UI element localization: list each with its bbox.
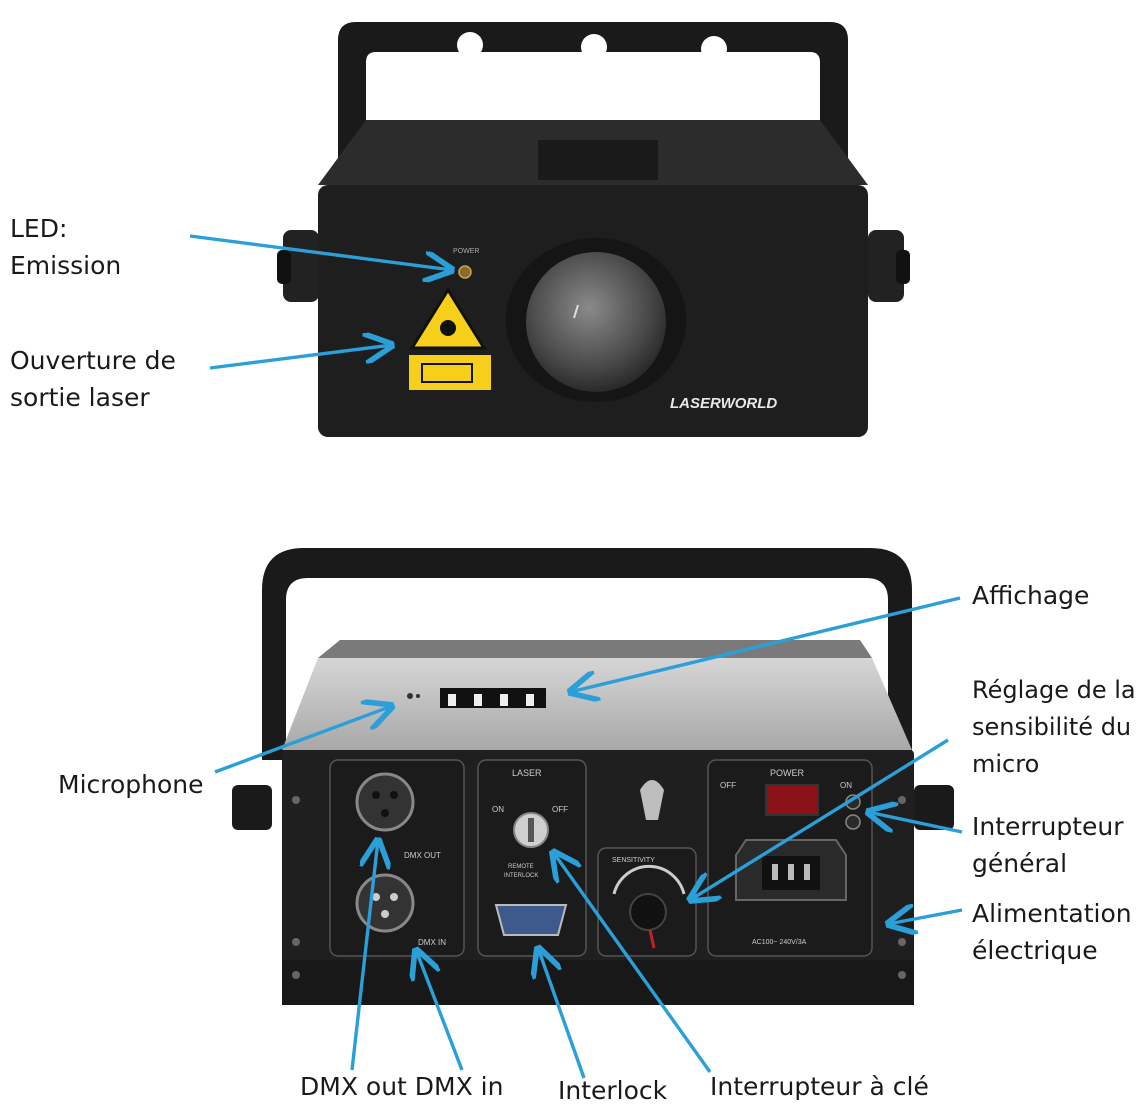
voltage-text: AC100~ 240V/3A	[752, 939, 807, 946]
dmx-in-connector	[355, 873, 415, 933]
microphone-hole	[407, 693, 413, 699]
arrow-aperture	[209, 345, 392, 370]
label-interlock: Interlock	[558, 1076, 668, 1105]
emission-led	[458, 265, 472, 279]
dmx-in-text: DMX IN	[418, 938, 446, 947]
label-microphone: Microphone	[58, 770, 204, 799]
arrow-main-switch	[868, 812, 963, 834]
label-key-switch: Interrupteur à clé	[710, 1072, 929, 1101]
rear-top-plate	[282, 658, 912, 750]
arrow-dmx-out	[350, 840, 378, 1071]
power-off-text: OFF	[720, 781, 736, 790]
label-dmx: DMX out DMX in	[300, 1072, 504, 1101]
on-text: ON	[492, 805, 504, 814]
rear-unit: DMX OUT DMX IN LASER ON OFF REMOTE INTER…	[232, 548, 954, 1005]
arrow-dmx-in	[416, 950, 464, 1071]
power-text: POWER	[770, 768, 805, 778]
main-power-switch	[765, 784, 819, 816]
brand-logo: LASERWORLD	[670, 395, 777, 412]
rear-mounting-bracket	[262, 548, 912, 760]
laser-text: LASER	[512, 768, 542, 778]
dmx-out-connector	[355, 772, 415, 832]
arrow-led	[189, 234, 452, 270]
power-on-text: ON	[840, 781, 852, 790]
callout-arrows	[189, 234, 963, 1079]
arrow-sensitivity	[690, 738, 949, 900]
arrow-key-switch	[553, 852, 712, 1073]
off-text: OFF	[552, 805, 568, 814]
right-knob	[868, 230, 904, 302]
rear-left-knob	[232, 785, 272, 830]
arrow-power	[888, 910, 963, 924]
interlock-connector	[494, 904, 568, 936]
front-mounting-bracket	[338, 22, 848, 185]
arrow-microphone	[214, 706, 392, 774]
display-window	[440, 688, 546, 708]
front-power-text: POWER	[453, 248, 479, 255]
label-display: Affichage	[972, 581, 1090, 610]
front-unit: POWER LASERWORLD	[277, 22, 910, 437]
laser-warning-triangle	[409, 287, 487, 350]
arrow-display	[570, 596, 961, 692]
interlock-text: INTERLOCK	[504, 873, 538, 879]
sensitivity-knob	[629, 893, 667, 931]
remote-text: REMOTE	[508, 864, 534, 870]
rear-right-knob	[914, 785, 954, 830]
arrow-interlock	[538, 948, 586, 1079]
label-led: LED:Emission	[10, 214, 122, 280]
sensitivity-text: SENSITIVITY	[612, 857, 655, 864]
dmx-out-text: DMX OUT	[404, 851, 441, 860]
